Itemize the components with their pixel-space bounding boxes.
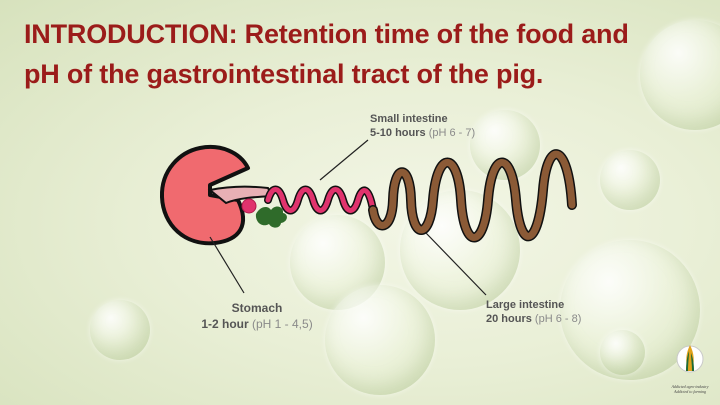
small-intestine-leader-line [319,139,369,181]
large-intestine-label: Large intestine 20 hours (pH 6 - 8) [486,298,581,326]
logo-icon [676,345,704,373]
small-intestine-fill [265,187,376,213]
large-intestine-ph: (pH 6 - 8) [534,313,582,325]
stomach-shape [159,145,250,246]
company-logo: Addicted agro-industry Addicted to farmi… [668,339,712,399]
stomach-label: Stomach 1-2 hour (pH 1 - 4,5) [182,300,332,332]
slide-title-line-1: INTRODUCTION: Retention time of the food… [24,19,629,49]
stomach-time: 1-2 hour [201,317,249,331]
stomach-leader-line [209,236,245,294]
logo-caption-line-1: Addicted agro-industry [671,384,709,389]
logo-caption-line-2: Addicted to farming [674,389,706,394]
small-intestine-name: Small intestine [370,113,448,125]
stomach-ph: (pH 1 - 4,5) [252,317,313,331]
slide-title-line-2: pH of the gastrointestinal tract of the … [24,59,544,89]
slide-title: INTRODUCTION: Retention time of the food… [24,14,704,94]
large-intestine-leader-line [425,232,487,296]
large-intestine-time: 20 hours [486,313,532,325]
large-intestine-fill [369,150,576,241]
small-intestine-label: Small intestine 5-10 hours (pH 6 - 7) [370,112,475,140]
background-bubble [600,150,660,210]
pylorus [241,198,257,214]
large-intestine-name: Large intestine [486,299,565,311]
background-bubble [640,20,720,130]
pancreas [255,206,287,228]
background-bubble [90,300,150,360]
small-intestine-ph: (pH 6 - 7) [428,127,476,139]
stomach-name: Stomach [231,301,283,315]
background-bubble [600,330,645,375]
background-bubble [325,285,435,395]
small-intestine-time: 5-10 hours [370,127,426,139]
